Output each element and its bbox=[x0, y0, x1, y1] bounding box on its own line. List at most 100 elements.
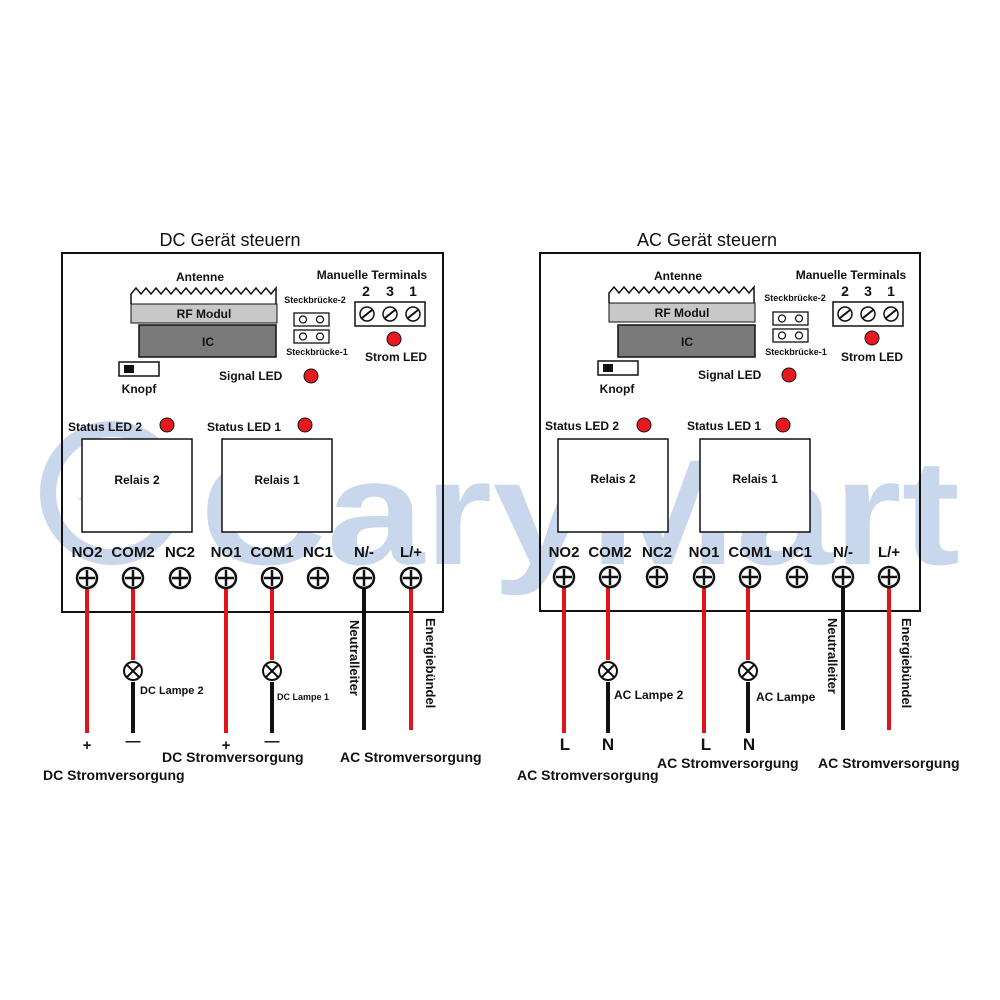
status-led1-label: Status LED 1 bbox=[207, 420, 281, 434]
terminal-label-no2: NO2 bbox=[72, 544, 103, 561]
supply-label-b: DC Stromversorgung bbox=[162, 749, 304, 765]
power-led bbox=[386, 331, 402, 347]
terminal-screw-icon bbox=[306, 566, 330, 590]
lamp1-icon bbox=[262, 661, 282, 681]
neutral-label: Neutralleiter bbox=[825, 618, 840, 694]
lamp2-icon bbox=[123, 661, 143, 681]
screw-icon bbox=[382, 306, 398, 322]
jumper2 bbox=[293, 312, 330, 327]
terminal-screw-icon bbox=[692, 565, 716, 589]
terminal-label-com2: COM2 bbox=[588, 544, 631, 561]
neutral-label: Neutralleiter bbox=[347, 620, 362, 696]
manual-terminals-label: Manuelle Terminals bbox=[317, 268, 428, 282]
lamp2-icon bbox=[598, 661, 618, 681]
power-led-label: Strom LED bbox=[365, 350, 427, 364]
terminal-screw-icon bbox=[552, 565, 576, 589]
status-led2 bbox=[159, 417, 175, 433]
relay1 bbox=[221, 438, 333, 533]
terminal-number-b: 3 bbox=[386, 283, 394, 299]
polarity-l-b: L bbox=[701, 735, 711, 754]
ic-label: IC bbox=[202, 335, 214, 349]
button-label: Knopf bbox=[600, 382, 636, 396]
rf-module bbox=[608, 302, 756, 323]
relay2-label: Relais 2 bbox=[590, 472, 636, 486]
rf-module bbox=[130, 303, 278, 324]
signal-led bbox=[303, 368, 319, 384]
polarity-plus-a: + bbox=[83, 737, 92, 754]
relay1-label: Relais 1 bbox=[254, 473, 300, 487]
jumper2 bbox=[772, 311, 809, 326]
terminal-screw-icon bbox=[121, 566, 145, 590]
terminal-label-com2: COM2 bbox=[111, 544, 154, 561]
status-led2 bbox=[636, 417, 652, 433]
terminal-labels: NO2 COM2 NC2 NO1 COM1 NC1 N/- L/+ bbox=[72, 544, 423, 561]
panel-ac: AC Gerät steuern Antenne RF Modul IC Ste… bbox=[517, 230, 960, 783]
terminal-screws bbox=[552, 565, 901, 589]
screw-icon bbox=[359, 306, 375, 322]
terminal-screw-icon bbox=[352, 566, 376, 590]
terminal-screw-icon bbox=[645, 565, 669, 589]
lamp2-label: DC Lampe 2 bbox=[140, 685, 204, 697]
terminal-screw-icon bbox=[399, 566, 423, 590]
lamp1-label: DC Lampe 1 bbox=[277, 692, 329, 702]
jumper1 bbox=[293, 329, 330, 344]
lamp2-label: AC Lampe 2 bbox=[614, 688, 684, 702]
status-led1 bbox=[775, 417, 791, 433]
jumper2-label: Steckbrücke-2 bbox=[284, 295, 346, 305]
terminal-number-a: 2 bbox=[362, 283, 370, 299]
board-outline bbox=[539, 252, 921, 612]
terminal-label-l: L/+ bbox=[400, 544, 422, 561]
panel-title: DC Gerät steuern bbox=[159, 230, 300, 250]
polarity-n-b: N bbox=[743, 735, 755, 754]
screw-icon bbox=[405, 306, 421, 322]
antenna-label: Antenne bbox=[176, 270, 224, 284]
terminal-label-l: L/+ bbox=[878, 544, 900, 561]
relay1-label: Relais 1 bbox=[732, 472, 778, 486]
ic-label: IC bbox=[681, 335, 693, 349]
terminal-label-com1: COM1 bbox=[250, 544, 293, 561]
supply-label-a: DC Stromversorgung bbox=[43, 767, 185, 783]
manual-terminal-block bbox=[832, 301, 904, 327]
energy-label: Energiebündel bbox=[423, 618, 438, 708]
terminal-label-no1: NO1 bbox=[211, 544, 242, 561]
button-slider bbox=[603, 364, 613, 372]
power-led-label: Strom LED bbox=[841, 350, 903, 364]
terminal-label-nc2: NC2 bbox=[642, 544, 672, 561]
polarity-n-a: N bbox=[602, 735, 614, 754]
terminal-number-c: 1 bbox=[887, 283, 895, 299]
button-slider bbox=[124, 365, 134, 373]
manual-terminal-block bbox=[354, 301, 426, 327]
ic-chip bbox=[617, 324, 756, 358]
terminal-screw-icon bbox=[214, 566, 238, 590]
energy-label: Energiebündel bbox=[899, 618, 914, 708]
lamp1-label: AC Lampe bbox=[756, 690, 816, 704]
polarity-plus-b: + bbox=[222, 737, 231, 754]
terminal-screw-icon bbox=[168, 566, 192, 590]
button-label: Knopf bbox=[122, 382, 158, 396]
ic-chip bbox=[138, 324, 277, 358]
lamp1-icon bbox=[738, 661, 758, 681]
terminal-label-n: N/- bbox=[354, 544, 374, 561]
terminal-screws bbox=[75, 566, 423, 590]
terminal-labels: NO2 COM2 NC2 NO1 COM1 NC1 N/- L/+ bbox=[549, 544, 901, 561]
terminal-label-no1: NO1 bbox=[689, 544, 720, 561]
antenna-label: Antenne bbox=[654, 269, 702, 283]
screw-icon bbox=[860, 306, 876, 322]
signal-led-label: Signal LED bbox=[698, 368, 762, 382]
polarity-minus-a: — bbox=[126, 733, 141, 750]
antenna-coil-icon bbox=[130, 285, 277, 304]
relay2 bbox=[557, 438, 669, 533]
terminal-label-nc1: NC1 bbox=[782, 544, 812, 561]
terminal-screw-icon bbox=[75, 566, 99, 590]
rf-module-label: RF Modul bbox=[177, 307, 232, 321]
panel-dc: DC Gerät steuern Antenne RF Modul IC Ste… bbox=[43, 230, 482, 783]
supply-label-main: AC Stromversorgung bbox=[818, 755, 960, 771]
relay2 bbox=[81, 438, 193, 533]
status-led1 bbox=[297, 417, 313, 433]
status-led1-label: Status LED 1 bbox=[687, 419, 761, 433]
board-outline bbox=[61, 252, 444, 613]
supply-label-a: AC Stromversorgung bbox=[517, 767, 659, 783]
screw-icon bbox=[883, 306, 899, 322]
relay2-label: Relais 2 bbox=[114, 473, 160, 487]
